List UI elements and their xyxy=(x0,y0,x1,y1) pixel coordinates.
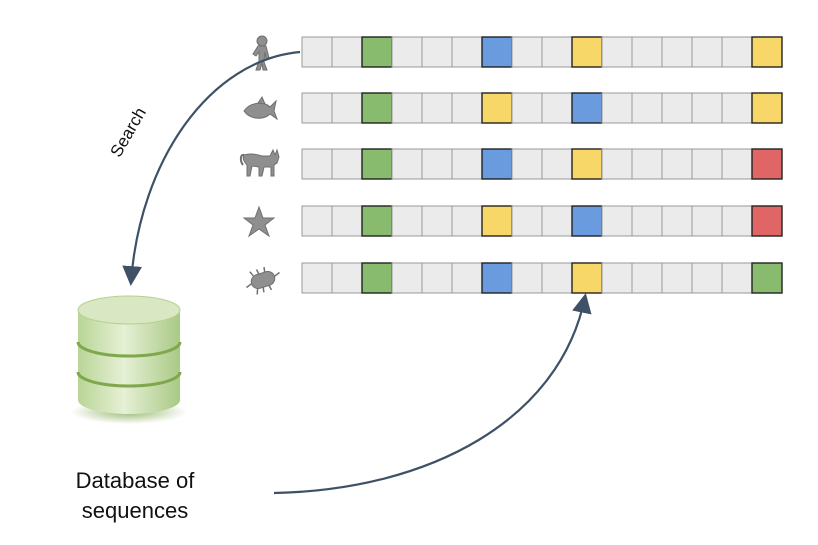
residue-green xyxy=(361,205,393,237)
residue-blue xyxy=(571,205,603,237)
residue-empty xyxy=(391,262,423,294)
sequence-row xyxy=(301,92,783,124)
database-label: Database of sequences xyxy=(40,466,230,526)
residue-empty xyxy=(451,148,483,180)
fish-icon xyxy=(243,95,279,121)
residue-green xyxy=(361,262,393,294)
residue-empty xyxy=(541,36,573,68)
residue-blue xyxy=(481,36,513,68)
residue-empty xyxy=(541,92,573,124)
residue-red xyxy=(751,148,783,180)
bacterium-icon xyxy=(246,266,280,295)
residue-empty xyxy=(541,262,573,294)
database-label-line1: Database of xyxy=(75,468,195,493)
residue-empty xyxy=(631,205,663,237)
residue-yellow xyxy=(571,262,603,294)
residue-empty xyxy=(721,148,753,180)
residue-empty xyxy=(391,148,423,180)
residue-empty xyxy=(661,205,693,237)
residue-empty xyxy=(421,205,453,237)
starfish-icon xyxy=(242,205,276,238)
database-icon xyxy=(71,295,187,424)
residue-empty xyxy=(631,36,663,68)
residue-green xyxy=(751,262,783,294)
residue-empty xyxy=(391,205,423,237)
residue-empty xyxy=(391,92,423,124)
residue-green xyxy=(361,92,393,124)
residue-empty xyxy=(451,205,483,237)
residue-empty xyxy=(301,148,333,180)
sequence-alignment xyxy=(301,36,783,294)
residue-empty xyxy=(661,262,693,294)
database-label-line2: sequences xyxy=(81,498,189,523)
residue-empty xyxy=(661,92,693,124)
sequence-row xyxy=(301,36,783,68)
residue-empty xyxy=(631,262,663,294)
search-label: Search xyxy=(107,104,150,160)
residue-yellow xyxy=(751,92,783,124)
residue-empty xyxy=(721,262,753,294)
residue-empty xyxy=(331,262,363,294)
residue-yellow xyxy=(481,205,513,237)
residue-yellow xyxy=(481,92,513,124)
search-arrow xyxy=(122,50,301,286)
residue-empty xyxy=(391,36,423,68)
residue-empty xyxy=(631,92,663,124)
residue-empty xyxy=(421,262,453,294)
residue-empty xyxy=(421,92,453,124)
residue-empty xyxy=(631,148,663,180)
residue-empty xyxy=(451,92,483,124)
result-arrow xyxy=(273,293,592,495)
residue-blue xyxy=(481,148,513,180)
residue-empty xyxy=(511,92,543,124)
residue-empty xyxy=(451,262,483,294)
residue-empty xyxy=(511,148,543,180)
residue-yellow xyxy=(571,36,603,68)
residue-empty xyxy=(331,92,363,124)
residue-empty xyxy=(301,205,333,237)
residue-yellow xyxy=(751,36,783,68)
residue-empty xyxy=(301,262,333,294)
residue-empty xyxy=(601,92,633,124)
residue-empty xyxy=(601,36,633,68)
residue-empty xyxy=(301,36,333,68)
residue-empty xyxy=(301,92,333,124)
residue-empty xyxy=(451,36,483,68)
sequence-row xyxy=(301,205,783,237)
residue-green xyxy=(361,36,393,68)
residue-empty xyxy=(661,36,693,68)
organisms xyxy=(239,35,280,295)
residue-empty xyxy=(691,92,723,124)
residue-empty xyxy=(421,36,453,68)
residue-empty xyxy=(721,205,753,237)
cat-icon xyxy=(239,148,280,177)
residue-empty xyxy=(511,262,543,294)
residue-empty xyxy=(721,36,753,68)
residue-yellow xyxy=(571,148,603,180)
residue-empty xyxy=(331,148,363,180)
residue-green xyxy=(361,148,393,180)
residue-empty xyxy=(511,205,543,237)
residue-empty xyxy=(691,36,723,68)
residue-empty xyxy=(331,36,363,68)
residue-empty xyxy=(421,148,453,180)
residue-empty xyxy=(601,205,633,237)
residue-empty xyxy=(601,148,633,180)
residue-empty xyxy=(541,205,573,237)
residue-empty xyxy=(691,262,723,294)
residue-empty xyxy=(661,148,693,180)
residue-empty xyxy=(541,148,573,180)
sequence-row xyxy=(301,262,783,294)
residue-blue xyxy=(571,92,603,124)
residue-empty xyxy=(331,205,363,237)
residue-empty xyxy=(691,148,723,180)
residue-empty xyxy=(721,92,753,124)
residue-empty xyxy=(691,205,723,237)
residue-red xyxy=(751,205,783,237)
residue-empty xyxy=(601,262,633,294)
residue-empty xyxy=(511,36,543,68)
residue-blue xyxy=(481,262,513,294)
sequence-row xyxy=(301,148,783,180)
